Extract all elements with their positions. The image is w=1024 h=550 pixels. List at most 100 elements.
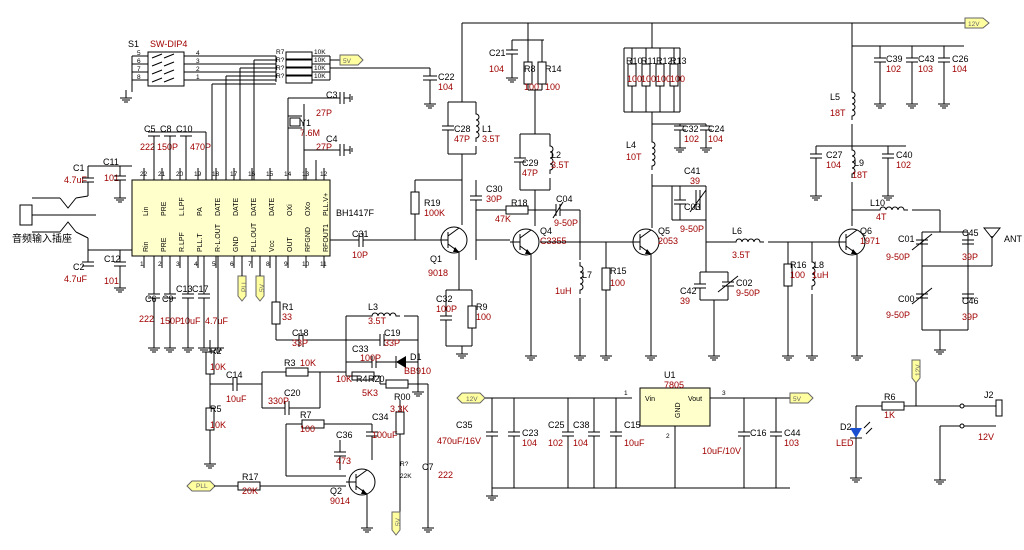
val-r9: 100 <box>476 312 491 322</box>
dip-pin: 8 <box>137 74 141 81</box>
val-c32b: 102 <box>684 134 699 144</box>
ic-pin-number: 16 <box>248 171 256 178</box>
ref-c32b: C32 <box>682 124 699 134</box>
val-q5: 2053 <box>658 236 678 246</box>
ic-pin-name: DATE <box>251 198 258 216</box>
ref-r6: R6 <box>884 392 896 402</box>
ref-l8: L8 <box>814 260 824 270</box>
audio-input-label: 音频输入插座 <box>12 232 72 245</box>
ref-c26: C26 <box>952 54 969 64</box>
ref-l9: L9 <box>854 158 864 168</box>
ic-pin-name: Rin <box>143 241 150 252</box>
ref-j2: J2 <box>984 390 994 400</box>
val-c36: 473 <box>336 456 351 466</box>
val-c38: 104 <box>573 438 588 448</box>
tag-pll-a: PLL <box>241 280 248 292</box>
q1-stage: R19 100K C30 30P C31 10P Q1 9018 C32 100… <box>330 179 503 359</box>
ref-r19: R19 <box>424 198 441 208</box>
val-c9: 150P <box>160 316 181 326</box>
res-array-value: 10K <box>314 73 326 80</box>
ic-pin-number: 9 <box>284 261 288 268</box>
val-c43: 103 <box>918 64 933 74</box>
ref-c29: C29 <box>522 158 539 168</box>
ref-c38: C38 <box>573 420 590 430</box>
ic-pin-number: 6 <box>230 261 234 268</box>
val-c6: 222 <box>139 314 154 324</box>
val-l8: 1uH <box>812 270 829 280</box>
ic-pin-name: DATE <box>233 198 240 216</box>
net-tag-5v-top <box>339 54 364 66</box>
val-c42: 39 <box>680 296 690 306</box>
ref-c17: C17 <box>192 284 209 294</box>
ref-c45: C45 <box>962 228 979 238</box>
res-array-label: R? <box>276 73 285 80</box>
val-c17: 4.7uF <box>205 316 229 326</box>
ref-r1: R1 <box>282 302 294 312</box>
ref-c4: C4 <box>326 134 338 144</box>
ref-c22: C22 <box>438 72 455 82</box>
tag-12v-led: 12V <box>915 364 922 376</box>
ref-c13: C13 <box>176 284 193 294</box>
ref-c03: C03 <box>684 202 701 212</box>
ic-pin-number: 21 <box>158 171 166 178</box>
val-q1: 9018 <box>428 268 448 278</box>
ic-pin-number: 10 <box>302 261 310 268</box>
val-c19: 33P <box>384 338 400 348</box>
net-tag-12v <box>964 17 990 29</box>
res-array-label: R? <box>276 65 285 72</box>
ref-l10: L10 <box>870 198 885 208</box>
bottom-filter-caps: C6 222 C9 150P C13 10uF C17 4.7uF <box>139 256 229 353</box>
val-c20: 330P <box>268 396 289 406</box>
ref-c43: C43 <box>918 54 935 64</box>
val-r13: 100 <box>670 74 685 84</box>
val-r14: 100 <box>545 82 560 92</box>
ic-pin-name: PRE <box>161 237 168 252</box>
val-r17: 20K <box>242 486 258 496</box>
ref-d2: D2 <box>840 422 852 432</box>
ref-c27: C27 <box>826 150 843 160</box>
ref-c32a: C32 <box>436 294 453 304</box>
val-c00: 9-50P <box>886 310 910 320</box>
ic-pin-name: PLL.OUT <box>251 222 258 252</box>
val-c30: 30P <box>486 194 502 204</box>
ref-c41: C41 <box>684 166 701 176</box>
val-c31: 10P <box>352 250 368 260</box>
val-c29: 47P <box>522 168 538 178</box>
ref-l7: L7 <box>582 270 592 280</box>
ic-pin-number: 12 <box>320 171 328 178</box>
ref-l2: L2 <box>551 150 561 160</box>
val-y1: 7.6M <box>300 128 320 138</box>
ic-pin-number: 22 <box>140 171 148 178</box>
ref-r8: R8 <box>524 64 536 74</box>
val-c8: 150P <box>157 142 178 152</box>
ic-pin-name: DATE <box>269 198 276 216</box>
ic-pin-number: 1 <box>140 261 144 268</box>
dip-pin: 1 <box>196 74 200 81</box>
ref-c24a: C24 <box>708 124 725 134</box>
val-c45: 39P <box>962 252 978 262</box>
ref-c8: C8 <box>160 124 172 134</box>
ic-pin-name: L.LPF <box>179 197 186 216</box>
ic-pin-number: 18 <box>212 171 220 178</box>
val-c46: 39P <box>962 312 978 322</box>
val-c10: 470P <box>190 142 211 152</box>
ref-c25: C25 <box>548 420 565 430</box>
val-l3: 3.5T <box>368 316 387 326</box>
ic-pin-number: 8 <box>266 261 270 268</box>
resistor-array: R7 R? R? R? 10K 10K 10K 10K 5V <box>275 49 364 84</box>
ic-pin-tags: PLL 5V <box>237 256 266 302</box>
ref-c2: C2 <box>73 262 85 272</box>
ref-r22k: R? <box>400 461 409 468</box>
ic-pin-name: RFOUT1 <box>323 224 330 252</box>
val-r3: 10K <box>300 358 316 368</box>
val-c7: 222 <box>438 470 453 480</box>
ref-r10: R10 <box>626 56 643 66</box>
ref-c10: C10 <box>176 124 193 134</box>
q4-stage: C21 104 R8 100 R14 100 C29 47P L2 3.5T R… <box>476 23 627 361</box>
val-l2: 3.5T <box>551 160 570 170</box>
ref-c23: C23 <box>522 428 539 438</box>
ic-pin-number: 20 <box>176 171 184 178</box>
ic-pin-name: RFGND <box>305 227 312 252</box>
val-c02: 9-50P <box>736 288 760 298</box>
